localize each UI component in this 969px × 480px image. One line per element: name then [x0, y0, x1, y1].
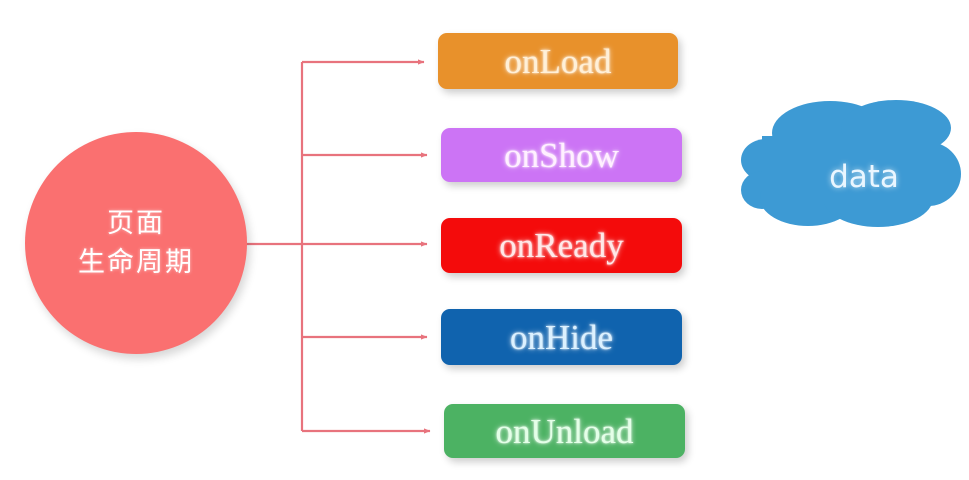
event-label-onshow: onShow: [504, 135, 619, 175]
page-lifecycle-line-2: 生命周期: [78, 247, 194, 278]
cloud-icon[interactable]: [738, 98, 964, 230]
event-label-onunload: onUnload: [495, 411, 634, 451]
event-node-onready[interactable]: onReady: [441, 218, 682, 273]
event-node-onunload[interactable]: onUnload: [444, 404, 685, 458]
event-label-onload: onLoad: [504, 41, 612, 81]
event-label-onhide: onHide: [509, 317, 614, 357]
event-node-onshow[interactable]: onShow: [441, 128, 682, 182]
event-label-onready: onReady: [499, 226, 624, 265]
event-node-onload[interactable]: onLoad: [438, 33, 678, 89]
page-lifecycle-node[interactable]: 页面 生命周期: [25, 132, 247, 354]
event-node-onhide[interactable]: onHide: [441, 309, 682, 365]
cloud-label-data: data: [829, 159, 899, 195]
page-lifecycle-line-1: 页面: [107, 207, 165, 239]
